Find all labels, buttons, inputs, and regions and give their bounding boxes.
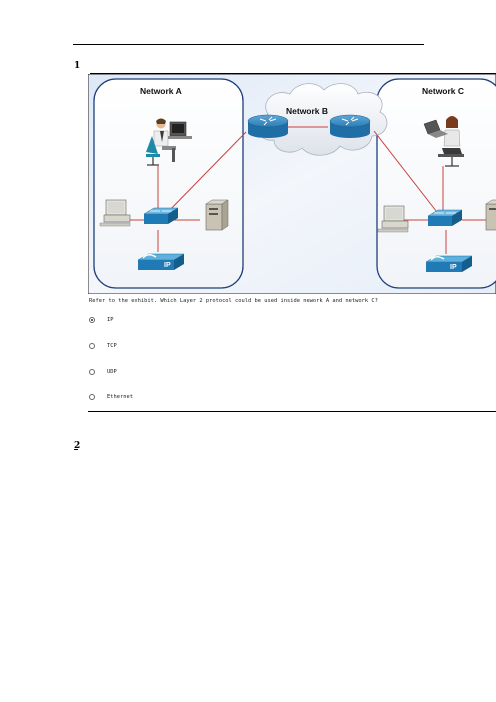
question-1-bottom-rule <box>88 411 496 412</box>
ip-phone-c-icon: IP <box>425 255 473 272</box>
pc-c-icon <box>377 205 409 233</box>
svg-text:IP: IP <box>164 262 171 269</box>
network-c-label: Network C <box>422 86 464 96</box>
option-label: Ethernet <box>107 394 133 400</box>
server-a-icon <box>205 199 229 231</box>
option-label: IP <box>107 317 114 323</box>
switch-a-icon <box>143 207 179 224</box>
ip-phone-a-icon: IP <box>137 253 185 270</box>
radio-icon[interactable] <box>89 343 95 349</box>
user-laptop-c-icon <box>423 116 464 167</box>
option-ip[interactable]: IP <box>89 315 114 325</box>
radio-icon[interactable] <box>89 394 95 400</box>
server-c-icon <box>485 199 496 231</box>
network-exhibit: Network A Network B Network C <box>88 74 496 294</box>
network-a-label: Network A <box>140 86 182 96</box>
router-1-icon <box>247 114 289 138</box>
option-label: UDP <box>107 369 117 375</box>
question-1-number: 1 <box>74 61 81 71</box>
network-c-panel <box>376 78 496 289</box>
svg-text:IP: IP <box>450 264 457 271</box>
network-links <box>130 126 488 254</box>
top-rule <box>73 44 424 45</box>
radio-icon[interactable] <box>89 369 95 375</box>
network-a-panel <box>93 78 244 289</box>
user-workstation-a-icon <box>146 118 192 166</box>
option-udp[interactable]: UDP <box>89 367 117 377</box>
network-b-label: Network B <box>286 106 328 116</box>
question-2-number-underline <box>74 449 78 450</box>
question-2-number: 2 <box>74 441 81 451</box>
option-label: TCP <box>107 343 117 349</box>
pc-a-icon <box>99 199 131 227</box>
question-1-text: Refer to the exhibit. Which Layer 2 prot… <box>89 298 378 304</box>
router-2-icon <box>329 114 371 138</box>
radio-selected-icon[interactable] <box>89 317 95 323</box>
option-ethernet[interactable]: Ethernet <box>89 392 133 402</box>
option-tcp[interactable]: TCP <box>89 341 117 351</box>
switch-c-icon <box>427 209 463 226</box>
